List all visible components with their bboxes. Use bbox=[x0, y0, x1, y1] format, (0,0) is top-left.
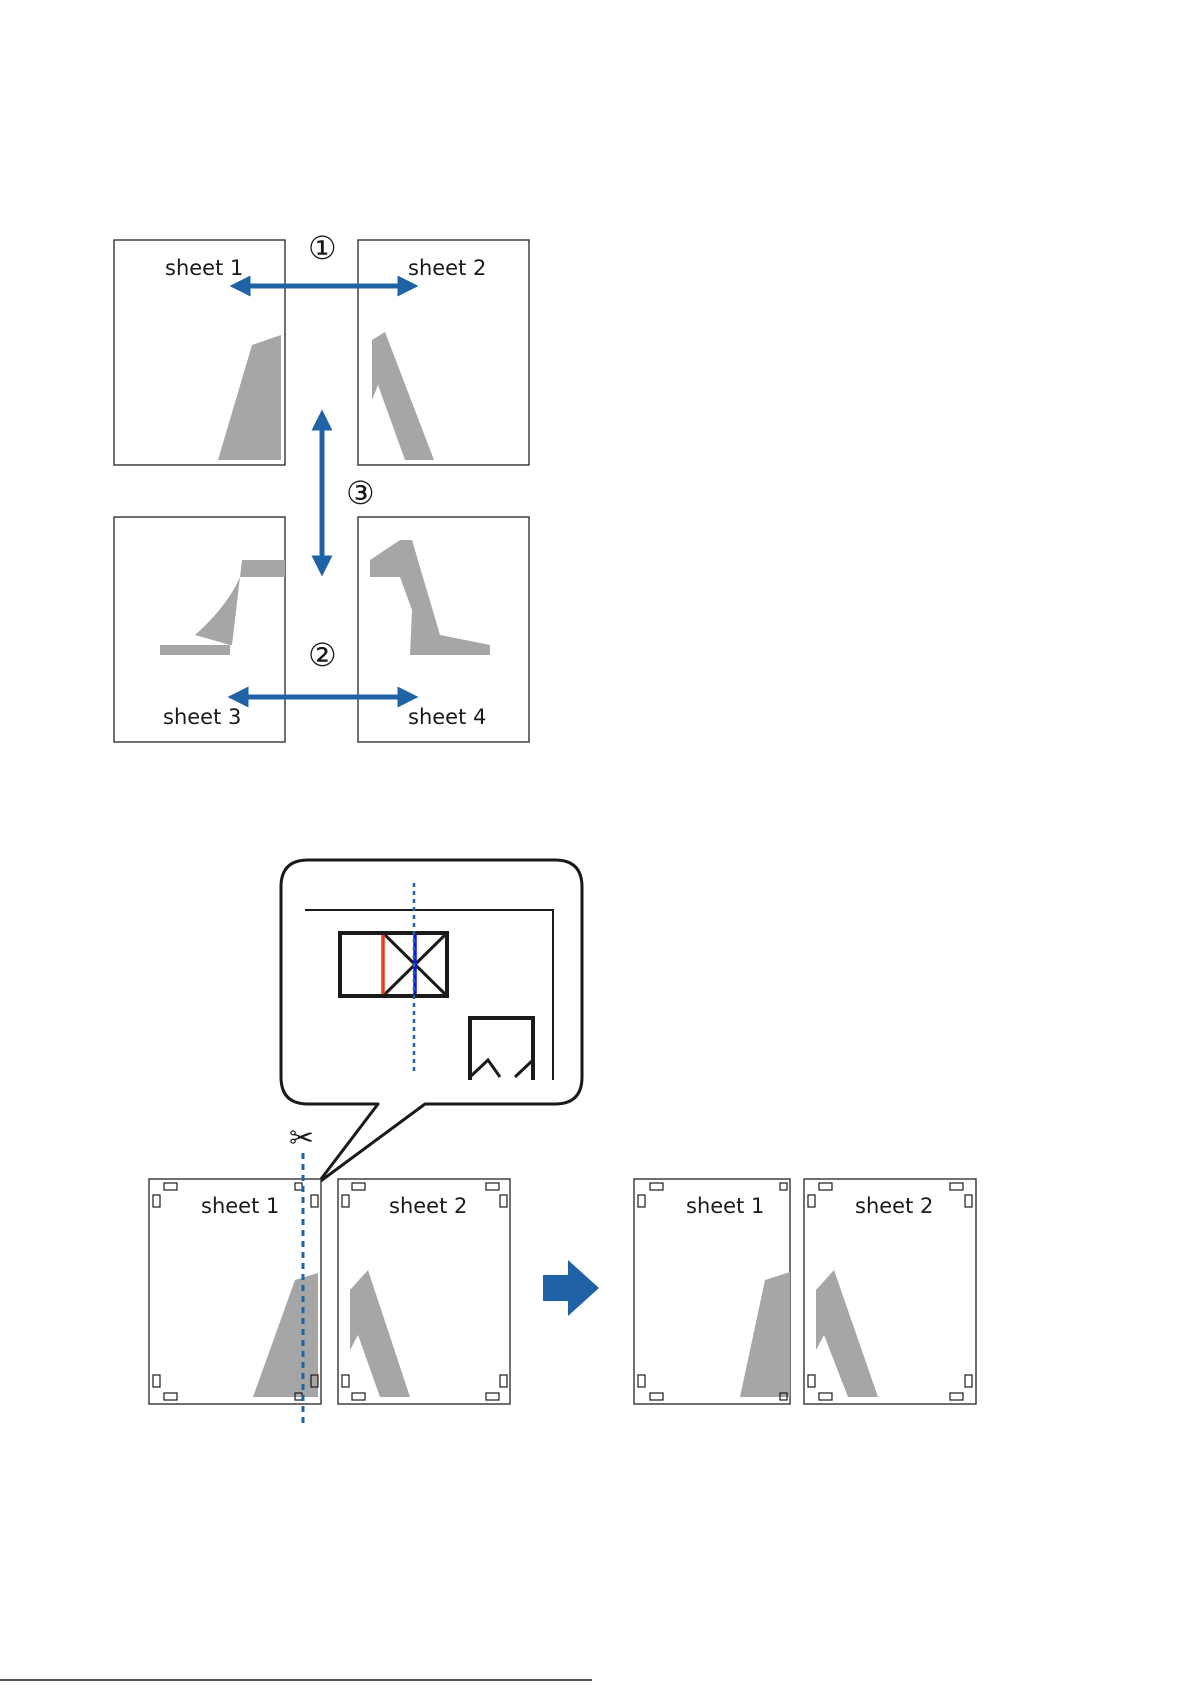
scissors-icon: ✂ bbox=[289, 1121, 314, 1156]
sheet-4-label: sheet 4 bbox=[408, 705, 486, 729]
sheet-2-label: sheet 2 bbox=[408, 256, 486, 280]
step-2-number: ② bbox=[308, 636, 337, 674]
sheet-1-panel: sheet 1 bbox=[114, 240, 285, 465]
before-sheet-2-label: sheet 2 bbox=[389, 1194, 467, 1218]
before-sheet-1: sheet 1 bbox=[149, 1179, 321, 1404]
sheet-3-label: sheet 3 bbox=[163, 705, 241, 729]
before-sheet-1-label: sheet 1 bbox=[201, 1194, 279, 1218]
bottom-cut-diagram: ✂ sheet 1 sheet 2 bbox=[149, 860, 976, 1425]
after-sheet-1-label: sheet 1 bbox=[686, 1194, 764, 1218]
top-layout-diagram: sheet 1 sheet 2 sheet 3 sheet 4 ① ② ③ bbox=[114, 229, 529, 742]
before-sheet-2: sheet 2 bbox=[338, 1179, 510, 1404]
step-3-number: ③ bbox=[346, 474, 375, 512]
sheet-2-panel: sheet 2 bbox=[358, 240, 529, 465]
zoom-callout-bubble bbox=[281, 860, 582, 1183]
after-sheet-2-label: sheet 2 bbox=[855, 1194, 933, 1218]
sheet-4-panel: sheet 4 bbox=[358, 517, 529, 742]
sheet-1-label: sheet 1 bbox=[165, 256, 243, 280]
after-sheet-2: sheet 2 bbox=[804, 1179, 976, 1404]
step-1-number: ① bbox=[308, 229, 337, 267]
after-sheet-1: sheet 1 bbox=[634, 1179, 790, 1404]
sheet-3-panel: sheet 3 bbox=[114, 517, 285, 742]
result-arrow-icon bbox=[543, 1260, 599, 1316]
